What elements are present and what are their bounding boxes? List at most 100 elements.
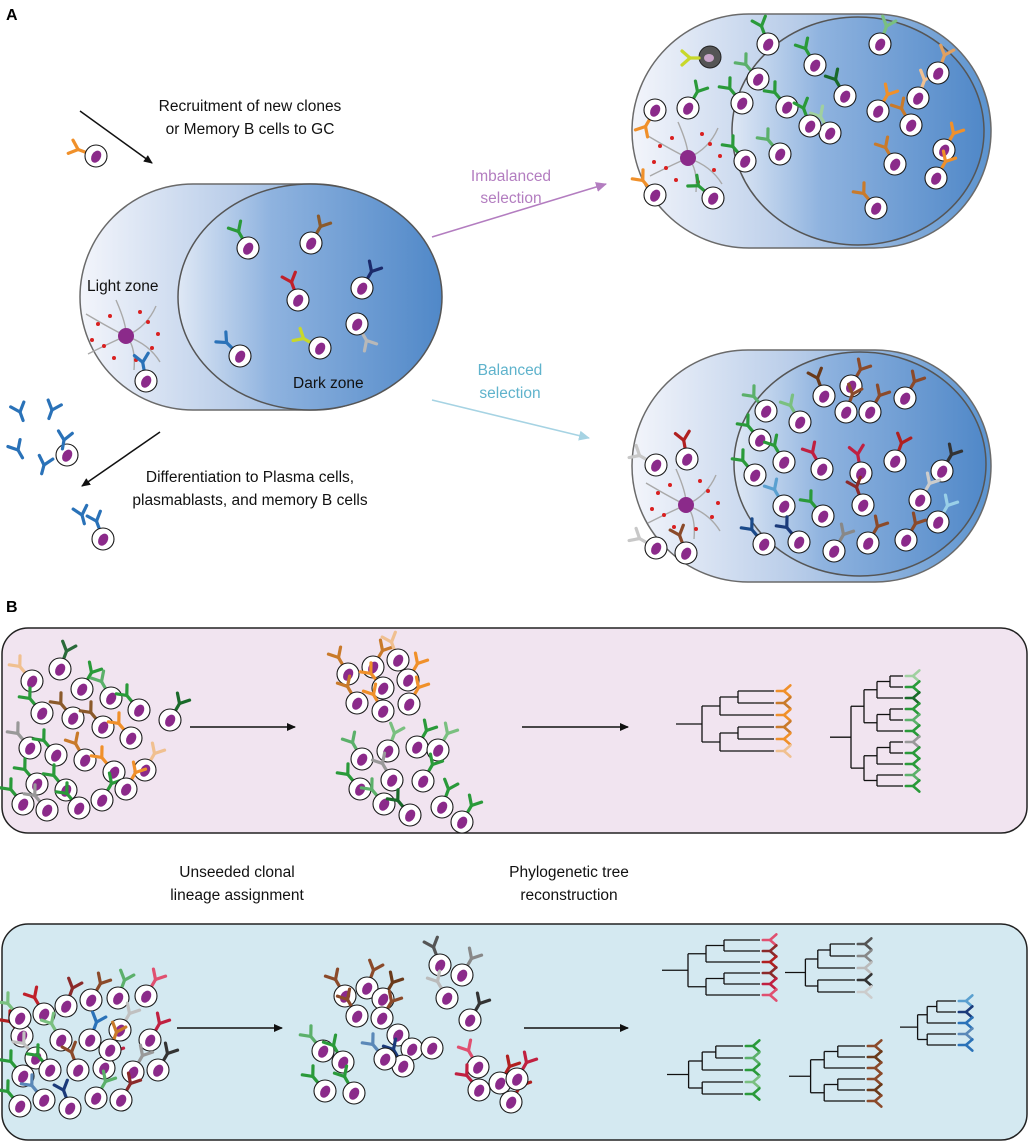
cell-nucleus [708, 192, 719, 205]
b-cell [686, 173, 725, 210]
b-cell [84, 1069, 118, 1110]
cell-nucleus [442, 992, 453, 1005]
cell-nucleus [474, 1084, 485, 1097]
plasma-cells-antibodies [6, 398, 115, 551]
antibody-icon [46, 398, 63, 421]
b-cell [778, 393, 812, 434]
cell-nucleus [379, 798, 390, 811]
cell-nucleus [153, 1064, 164, 1077]
cell-nucleus [99, 1062, 110, 1075]
antibody-icon [866, 1094, 883, 1108]
cell-nucleus [134, 704, 145, 717]
b-cell [360, 1032, 397, 1071]
cell-nucleus [437, 801, 448, 814]
cells-main-gc [132, 214, 384, 393]
cell-nucleus [65, 1102, 76, 1115]
antibody-icon [37, 453, 55, 476]
cell-nucleus [875, 38, 886, 51]
antibody-icon [775, 732, 792, 746]
b-cell [214, 330, 252, 368]
antibody-icon [680, 49, 701, 67]
imbalanced-label-1: Imbalanced [471, 168, 551, 185]
b-cell [335, 674, 369, 715]
antibody-icon [856, 961, 873, 975]
cell-nucleus [761, 405, 772, 418]
cell-nucleus [387, 774, 398, 787]
b-cell [847, 443, 873, 485]
b-cell [730, 448, 767, 487]
b-cell [762, 477, 796, 518]
b-cell [798, 489, 835, 528]
cell-nucleus [682, 453, 693, 466]
b-cell [350, 259, 384, 300]
b-cell [0, 1049, 35, 1088]
antibody-icon [56, 429, 74, 451]
b-cell [55, 443, 79, 467]
b-cell [98, 1020, 128, 1062]
b-cell [425, 969, 459, 1010]
b-cell [134, 967, 168, 1008]
b-cell [420, 1036, 444, 1060]
b-cell [17, 686, 54, 725]
b-cell [85, 509, 115, 551]
b-cell [321, 1033, 355, 1074]
cell-nucleus [357, 282, 368, 295]
b-cell [22, 985, 56, 1026]
cell-nucleus [775, 148, 786, 161]
balanced-label-2: selection [479, 385, 540, 402]
cell-nucleus [465, 1014, 476, 1027]
b-cell [926, 493, 960, 534]
cell-nucleus [362, 982, 373, 995]
cell-nucleus [51, 749, 62, 762]
b-cell [755, 127, 792, 166]
b-cell [456, 1038, 490, 1079]
b-cell [806, 366, 836, 408]
cell-nucleus [235, 350, 246, 363]
cell-nucleus [42, 804, 53, 817]
cell-nucleus [650, 104, 661, 117]
antibody-icon [856, 973, 873, 987]
b-cell [450, 793, 484, 834]
cell-nucleus [393, 654, 404, 667]
b-cell [845, 475, 875, 517]
cell-nucleus [753, 73, 764, 86]
imbalanced-selection-arrow [431, 182, 607, 238]
antibody-icon [761, 988, 778, 1002]
cell-nucleus [433, 744, 444, 757]
b-cell [114, 683, 151, 722]
cell-nucleus [128, 1066, 139, 1079]
b-cell [627, 443, 668, 477]
antibody-icon [856, 985, 873, 999]
cell-nucleus [495, 1077, 506, 1090]
cell-nucleus [937, 465, 948, 478]
b-cell [762, 433, 796, 474]
cell-nucleus [98, 721, 109, 734]
b-cell [735, 413, 772, 452]
cell-nucleus [61, 1000, 72, 1013]
cell-nucleus [841, 406, 852, 419]
b-cell [633, 98, 667, 139]
cell-nucleus [931, 172, 942, 185]
b-cell [458, 991, 492, 1032]
tree-icon [676, 684, 792, 758]
cell-nucleus [352, 1010, 363, 1023]
b-cell [668, 523, 698, 565]
b-cell [370, 989, 404, 1030]
step1-label-1: Unseeded clonal [179, 864, 294, 881]
cell-nucleus [900, 392, 911, 405]
antibody-icon [856, 937, 873, 951]
cell-nucleus [352, 318, 363, 331]
b-cell [411, 752, 445, 793]
step1-label-2: lineage assignment [170, 887, 304, 904]
cell-nucleus [890, 158, 901, 171]
cell-nucleus [683, 102, 694, 115]
cell-nucleus [293, 294, 304, 307]
cell-nucleus [116, 1094, 127, 1107]
tree-icon [900, 994, 974, 1052]
recruited-cell [66, 138, 108, 168]
b-cell [114, 760, 148, 801]
cell-nucleus [315, 342, 326, 355]
cell-nucleus [243, 242, 254, 255]
b-cell [883, 431, 913, 473]
cell-nucleus [906, 119, 917, 132]
